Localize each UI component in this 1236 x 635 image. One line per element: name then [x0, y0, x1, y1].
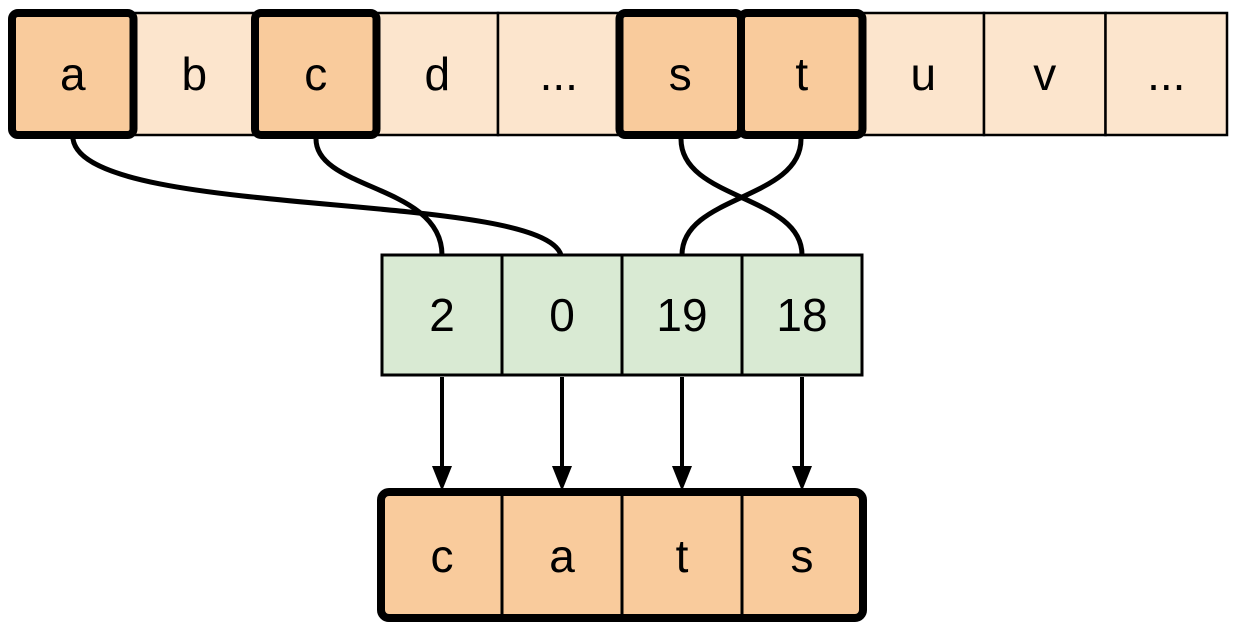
index-row: 2 0 19 18 [380, 253, 864, 377]
index-cell-0-value: 0 [549, 289, 575, 341]
link-t-to-19 [679, 136, 804, 258]
result-cell-t: t [620, 492, 744, 619]
arrow-4-head [792, 466, 812, 491]
arrow-3 [672, 377, 692, 491]
alphabet-cell-v-label: v [1033, 48, 1056, 100]
index-cell-19-box [620, 253, 744, 377]
alphabet-cell-b-box [132, 11, 257, 137]
index-cell-2-box [380, 253, 504, 377]
alphabet-cell-c-highlighted: c [251, 9, 381, 139]
alphabet-cell-c-label: c [304, 48, 327, 100]
alphabet-cell-d-box [375, 11, 500, 137]
index-cell-18-value: 18 [776, 289, 827, 341]
index-cell-19-value: 19 [656, 289, 707, 341]
alphabet-cell-v-box [982, 11, 1107, 137]
alphabet-cell-t-highlighted: t [737, 9, 867, 139]
result-row-outline [377, 488, 867, 622]
index-to-result-arrows [432, 377, 812, 491]
alphabet-cell-ellipsis-2: ... [1104, 11, 1229, 137]
alphabet-cell-a-box [8, 9, 138, 139]
result-cell-a-label: a [549, 530, 575, 582]
alphabet-cell-ellipsis-2-label: ... [1147, 48, 1185, 100]
alphabet-cell-ellipsis-1: ... [496, 11, 621, 137]
alphabet-cell-ellipsis-1-label: ... [540, 48, 578, 100]
alphabet-cell-t-label: t [795, 48, 808, 100]
arrow-3-head [672, 466, 692, 491]
alphabet-cell-t-box [737, 9, 867, 139]
arrow-2 [552, 377, 572, 491]
alphabet-cell-a-label: a [60, 48, 86, 100]
result-cell-s: s [740, 492, 864, 619]
alphabet-cell-s-label: s [669, 48, 692, 100]
alphabet-cell-b: b [132, 11, 257, 137]
alphabet-cell-c-box [251, 9, 381, 139]
alphabet-cell-s-highlighted: s [615, 9, 745, 139]
result-cell-s-label: s [791, 530, 814, 582]
arrow-2-head [552, 466, 572, 491]
arrow-1 [432, 377, 452, 491]
result-row: c a t s [377, 488, 867, 622]
result-cell-c-label: c [431, 530, 454, 582]
index-cell-2: 2 [380, 253, 504, 377]
result-cell-t-label: t [676, 530, 689, 582]
link-c-to-2 [313, 136, 445, 258]
alphabet-cell-ellipsis-2-box [1104, 11, 1229, 137]
index-cell-0: 0 [500, 253, 624, 377]
link-a-to-0 [70, 136, 564, 258]
alphabet-cell-d: d [375, 11, 500, 137]
index-cell-2-value: 2 [429, 289, 455, 341]
alphabet-cell-v: v [982, 11, 1107, 137]
alphabet-row: b d ... u v ... a c [8, 9, 1229, 139]
result-cell-a: a [500, 492, 624, 619]
alphabet-cell-b-label: b [181, 48, 207, 100]
alphabet-cell-d-label: d [424, 48, 450, 100]
alphabet-cell-u: u [861, 11, 986, 137]
alphabet-cell-a-highlighted: a [8, 9, 138, 139]
index-cell-19: 19 [620, 253, 744, 377]
index-cell-18-box [740, 253, 864, 377]
arrow-1-head [432, 466, 452, 491]
alphabet-cell-ellipsis-1-box [496, 11, 621, 137]
result-cell-c: c [380, 492, 504, 619]
alphabet-cell-u-label: u [910, 48, 936, 100]
index-cell-18: 18 [740, 253, 864, 377]
letter-index-links [70, 136, 805, 258]
arrow-4 [792, 377, 812, 491]
